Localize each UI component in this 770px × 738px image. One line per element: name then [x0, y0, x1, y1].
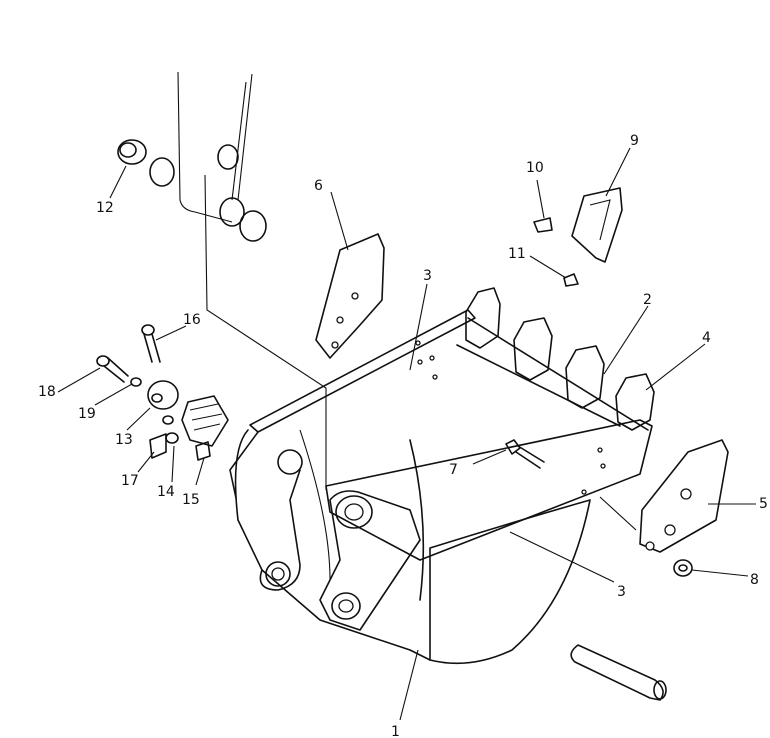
callout-11: 11: [508, 246, 526, 262]
callout-9: 9: [630, 133, 639, 149]
callout-6: 6: [314, 178, 323, 194]
callout-19: 19: [78, 406, 96, 422]
callout-4: 4: [702, 330, 711, 346]
callout-18: 18: [38, 384, 56, 400]
lock-part-11: [563, 273, 579, 287]
nut-part-8: [673, 559, 693, 577]
tooth-adapters-part-2: [465, 287, 655, 431]
bolt-part-16: [141, 324, 161, 363]
shim-part-15: [181, 395, 229, 461]
callout-1: 1: [391, 724, 400, 738]
callout-5: 5: [759, 496, 768, 512]
leader-lines: [57, 147, 756, 721]
callout-3-bottom: 3: [617, 584, 626, 600]
callout-12: 12: [96, 200, 114, 216]
callout-10: 10: [526, 160, 544, 176]
callout-17: 17: [121, 473, 139, 489]
bucket-body-part-1: [229, 309, 667, 701]
callout-7: 7: [449, 462, 458, 478]
callout-16: 16: [183, 312, 201, 328]
spacer-part-13: [147, 380, 179, 410]
side-cutter-part-5: [639, 439, 729, 553]
side-cutter-part-6: [315, 233, 385, 359]
bolt-part-18: [96, 355, 129, 383]
plate-part-17: [149, 433, 167, 459]
lock-pin-part-10: [533, 217, 553, 233]
callout-labels: 12 6 10 9 11 3 2 4 16 18 19 13 7 5 8 17 …: [38, 133, 768, 738]
washer-part-19: [130, 377, 142, 387]
callout-8: 8: [750, 572, 759, 588]
callout-13: 13: [115, 432, 133, 448]
callout-2: 2: [643, 292, 652, 308]
bushing-part-12: [117, 139, 267, 242]
callout-3-top: 3: [423, 268, 432, 284]
tooth-point-part-9: [571, 187, 623, 263]
bolt-part-7: [505, 439, 545, 469]
arm-reference-lines: [177, 71, 327, 490]
callout-14: 14: [157, 484, 175, 500]
callout-15: 15: [182, 492, 200, 508]
